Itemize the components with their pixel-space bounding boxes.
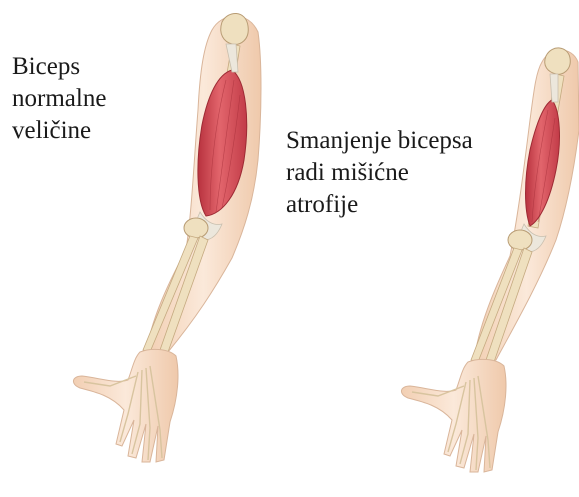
normal-hand [73, 349, 178, 462]
normal-label-line-2: normalne [12, 83, 106, 115]
normal-label-line-3: veličine [12, 115, 106, 147]
normal-biceps-label: Biceps normalne veličine [12, 51, 106, 147]
atrophy-label-line-2: radi mišićne [286, 157, 473, 189]
atrophy-label-line-1: Smanjenje bicepsa [286, 125, 473, 157]
atrophy-label-line-3: atrofije [286, 189, 473, 221]
atrophy-label: Smanjenje bicepsa radi mišićne atrofije [286, 125, 473, 221]
normal-elbow-joint [184, 218, 208, 238]
normal-label-line-1: Biceps [12, 51, 106, 83]
atrophied-arm-illustration [401, 48, 579, 472]
normal-shoulder-bone [221, 13, 249, 44]
atrophied-hand [401, 359, 506, 472]
atrophied-shoulder-bone [545, 48, 571, 74]
atrophied-elbow-joint [508, 230, 532, 250]
